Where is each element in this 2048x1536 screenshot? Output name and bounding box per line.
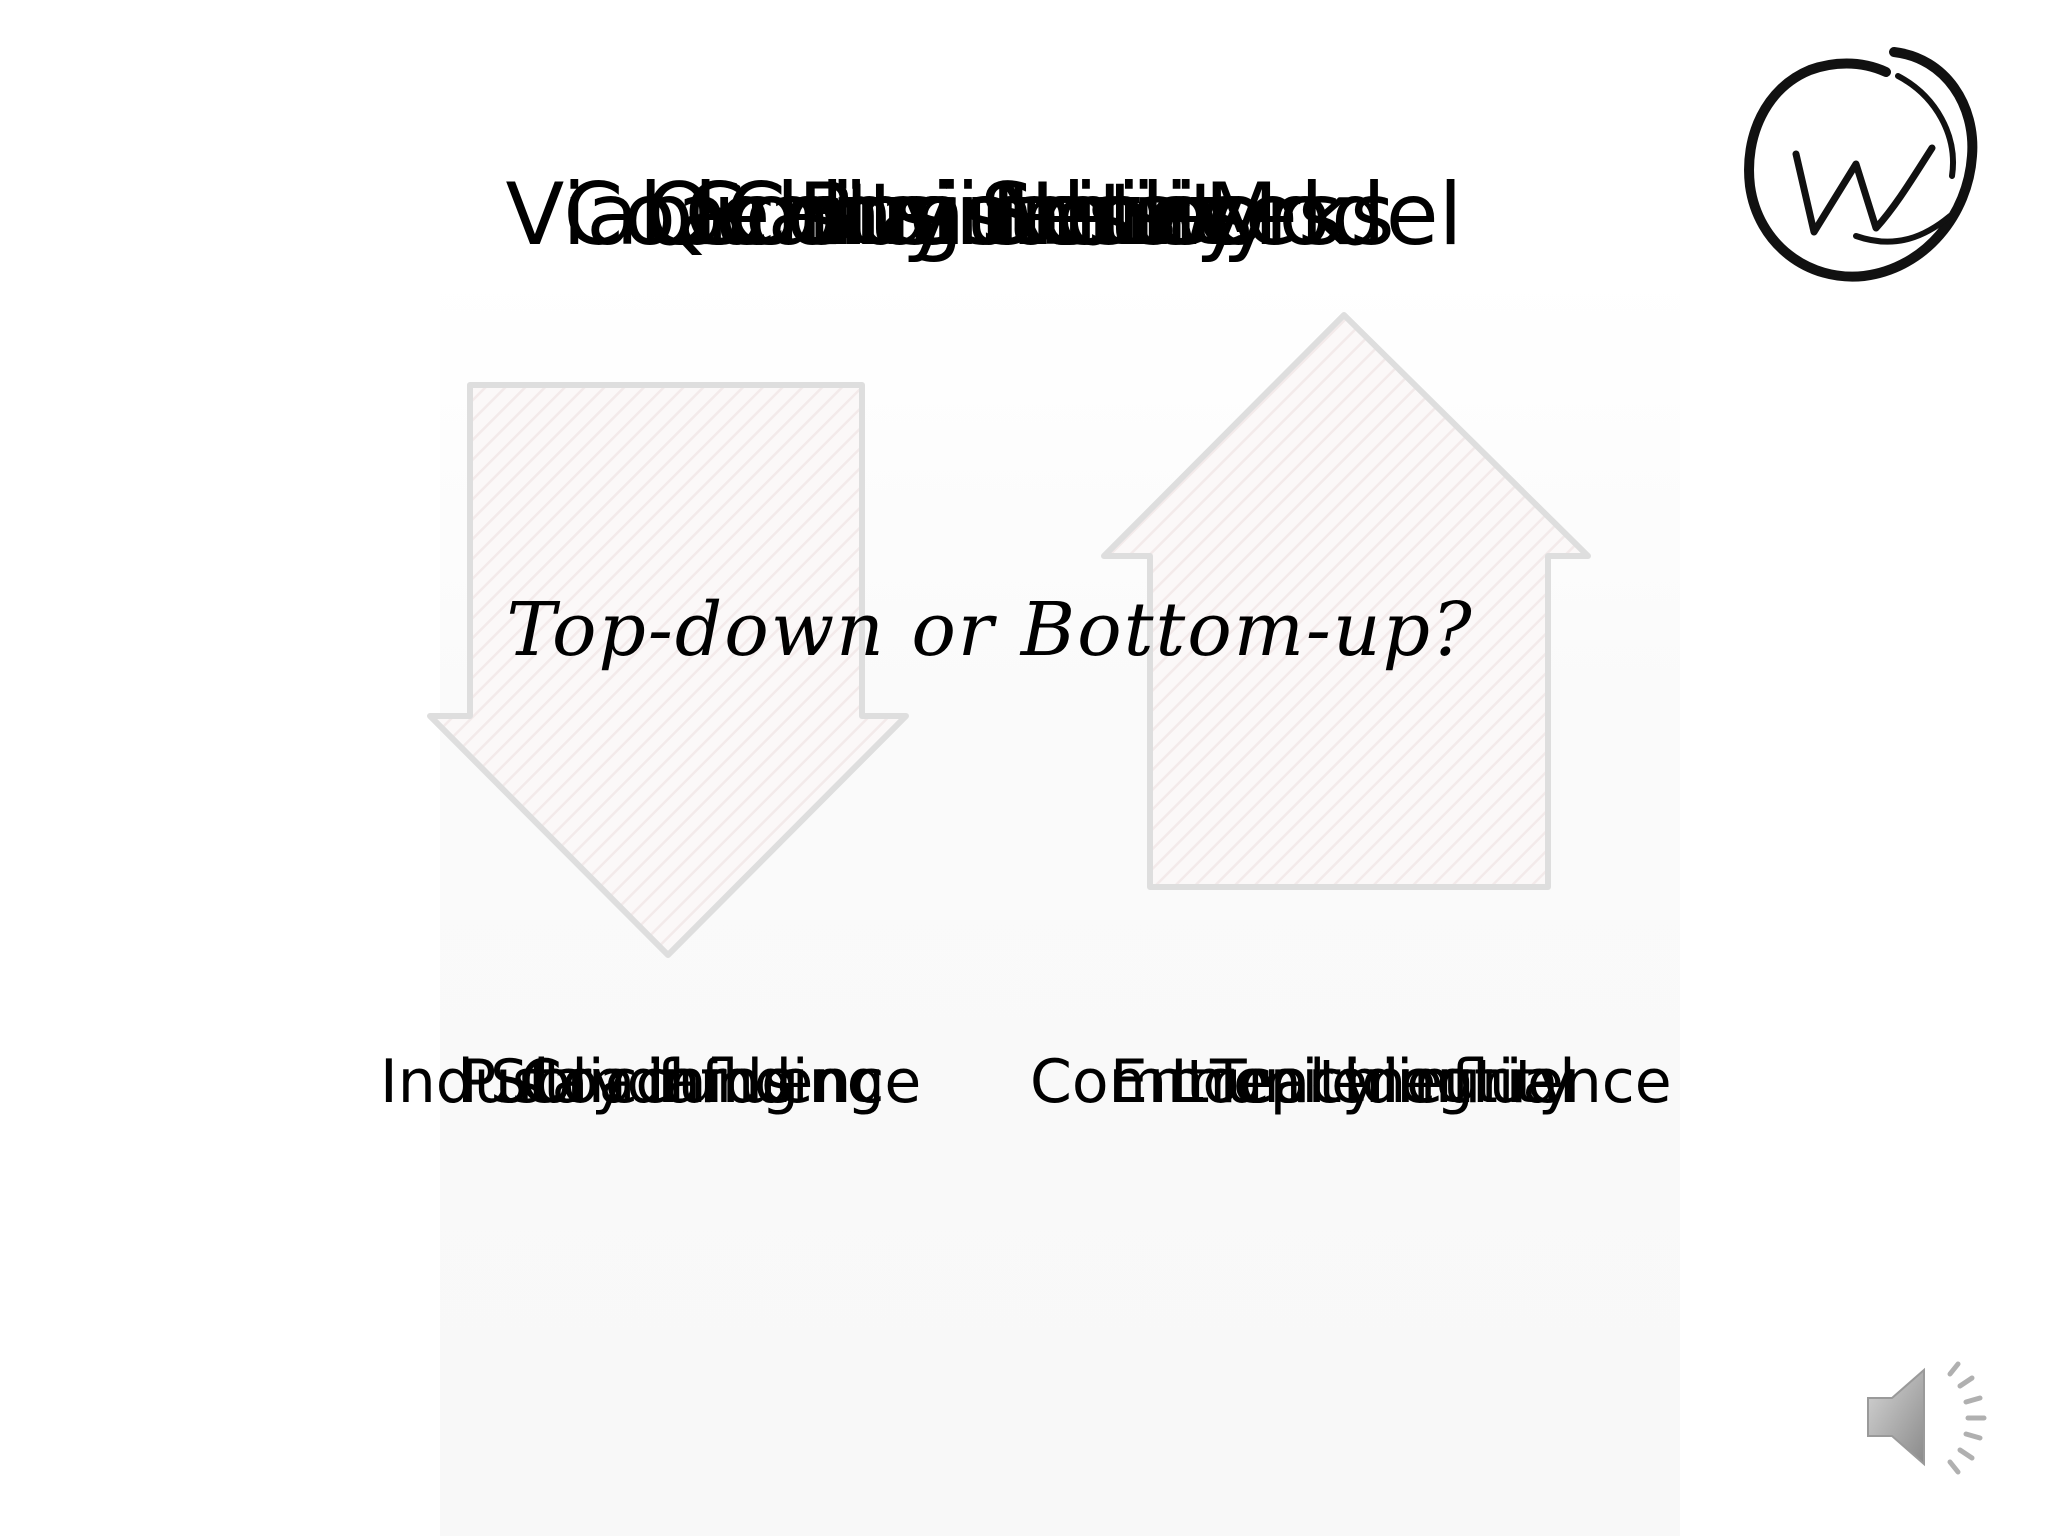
bottom-left-label: Industry influence bbox=[380, 1047, 922, 1117]
title-layer-text: Coaching Networks bbox=[563, 165, 1395, 265]
question-text: Top-down or Bottom-up? bbox=[506, 587, 1474, 673]
title-layer-text: Quality Services bbox=[645, 165, 1343, 265]
bottom-right-stack: Community influence Entrepreneurial Loca… bbox=[1030, 1042, 1672, 1122]
title-layer-text: Consistency bbox=[726, 165, 1246, 265]
bottom-left-label: Public funding bbox=[460, 1047, 885, 1117]
bottom-left-label: Standards bbox=[490, 1047, 795, 1117]
title-layer-text: Sustainability bbox=[690, 165, 1274, 265]
bottom-right-label: Entrepreneurial bbox=[1110, 1047, 1576, 1117]
bottom-right-label: Community influence bbox=[1030, 1047, 1672, 1117]
title-layer-text: Viable Business Model bbox=[505, 165, 1463, 265]
up-arrow-shape bbox=[1101, 312, 1591, 890]
title-layer-text: Communities bbox=[684, 165, 1254, 265]
bottom-left-label: Coaching bbox=[520, 1047, 800, 1117]
title-stack: Viable Business Model Coaching Networks … bbox=[0, 160, 2048, 270]
down-arrow-shape bbox=[427, 382, 909, 958]
bottom-right-label: Local identity bbox=[1170, 1047, 1574, 1117]
speaker-icon[interactable] bbox=[1862, 1352, 1998, 1482]
w-circle-logo-icon bbox=[1744, 47, 1978, 282]
bottom-left-stack: Industry influence Public funding Standa… bbox=[380, 1042, 950, 1122]
bottom-right-label: Teaching bbox=[1210, 1047, 1474, 1117]
